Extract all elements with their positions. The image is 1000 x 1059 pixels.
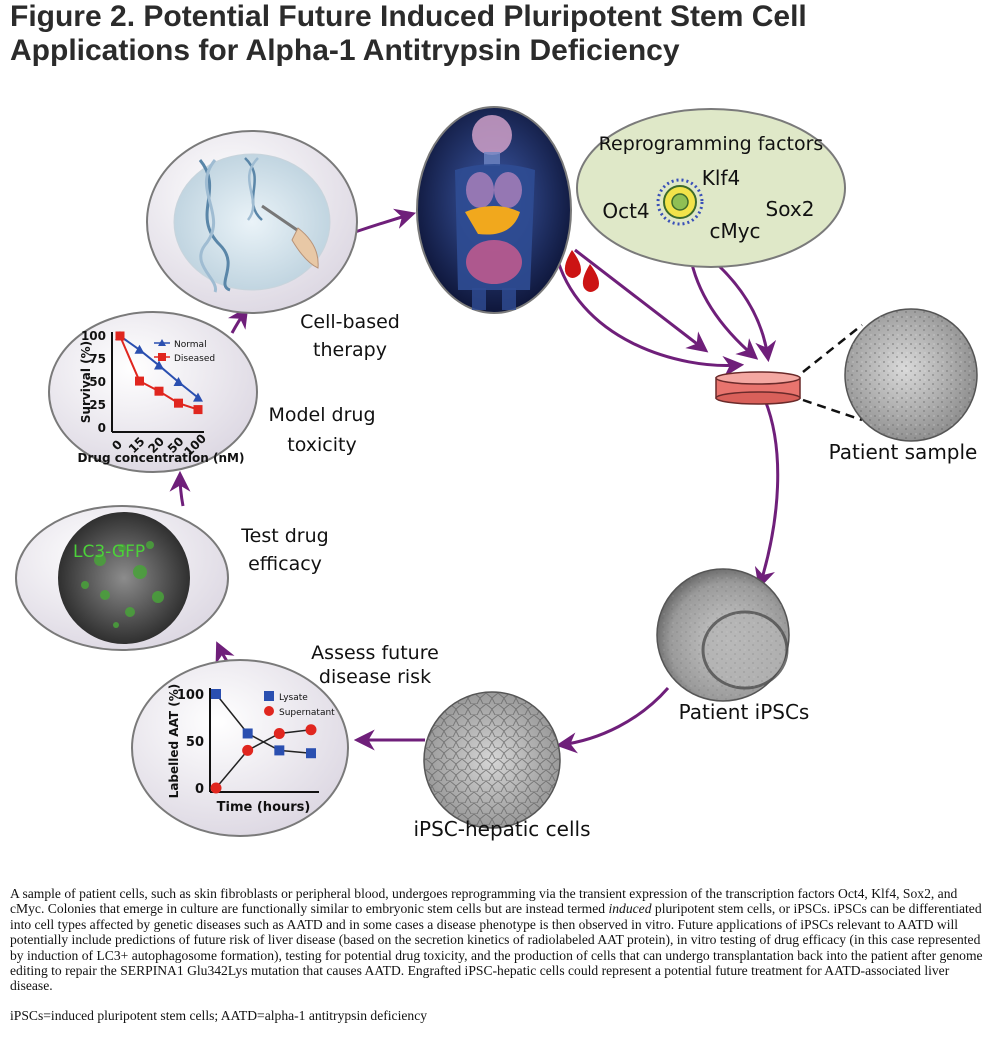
hand-icon <box>291 227 319 269</box>
survival-x-label: Drug concentration (nM) <box>78 451 245 465</box>
caption-text-em: induced <box>608 901 652 917</box>
assess-risk-bubble: 100 50 0 Labelled AAT (%) Time (hours) Lysate… <box>131 659 349 837</box>
legend-label: Diseased <box>174 354 215 364</box>
aat-y-label: Labelled AAT (%) <box>167 684 181 799</box>
label-model-drug-1: Model drug <box>268 404 375 426</box>
label-model-drug-2: toxicity <box>287 434 356 456</box>
reprogramming-heading: Reprogramming factors <box>599 133 824 155</box>
survival-y-tick: 25 <box>89 398 106 412</box>
workflow-diagram: Reprogramming factors Oct4 Klf4 Sox2 cMy… <box>15 106 978 841</box>
blood-drops-icon <box>564 250 599 292</box>
arrow-dish-to-ipscs <box>754 399 780 590</box>
intestine-icon <box>466 240 522 284</box>
figure-title: Figure 2. Potential Future Induced Pluri… <box>10 0 990 68</box>
aat-y-tick: 0 <box>195 782 204 797</box>
arrow-to-body <box>354 208 417 234</box>
survival-normal-point <box>134 344 145 354</box>
label-cell-therapy-1: Cell-based <box>300 311 400 333</box>
human-body-bubble <box>416 106 572 314</box>
aat-supernatant-point <box>305 724 317 736</box>
survival-diseased-point <box>193 405 203 415</box>
survival-y-label: Survival (%) <box>79 341 93 423</box>
label-patient-sample: Patient sample <box>829 440 978 464</box>
aat-x-label: Time (hours) <box>217 800 311 815</box>
figure-caption: A sample of patient cells, such as skin … <box>10 886 985 1023</box>
label-lc3-gfp: LC3-GFP <box>73 542 145 562</box>
culture-dish-icon <box>715 324 863 422</box>
legend-label: Lysate <box>279 693 308 703</box>
legend-lysate-marker <box>264 691 274 701</box>
aat-lysate-point <box>306 748 316 759</box>
factor-oct4: Oct4 <box>602 199 649 223</box>
title-line-1: Figure 2. Potential Future Induced Pluri… <box>10 0 807 33</box>
gfp-puncta <box>81 541 164 628</box>
aat-series-line <box>215 728 312 789</box>
label-assess-2: disease risk <box>319 666 431 688</box>
caption-text-b: pluripotent stem cells, or iPSCs. iPSCs … <box>10 901 983 994</box>
aat-lysate-point <box>274 745 285 756</box>
legend-label: Normal <box>174 340 207 350</box>
arrow-efficacy-to-toxicity <box>169 470 191 507</box>
label-test-drug-1: Test drug <box>240 525 328 547</box>
liver-icon <box>465 206 520 235</box>
legend-label: Supernatant <box>279 708 335 718</box>
aat-y-tick: 100 <box>177 688 204 703</box>
factor-sox2: Sox2 <box>766 197 815 221</box>
caption-footnote: iPSCs=induced pluripotent stem cells; AA… <box>10 1007 428 1023</box>
survival-y-tick: 50 <box>89 375 106 389</box>
survival-y-tick: 100 <box>81 329 106 343</box>
survival-diseased-point <box>135 376 144 386</box>
label-patient-ipscs: Patient iPSCs <box>679 700 810 724</box>
aat-lysate-point <box>211 689 221 699</box>
aat-supernatant-point <box>273 727 285 739</box>
patient-ipscs-micrograph <box>656 568 790 702</box>
aat-y-tick: 50 <box>186 735 204 750</box>
label-assess-1: Assess future <box>311 642 439 664</box>
label-test-drug-2: efficacy <box>248 553 322 575</box>
arrow-blood-to-dish <box>553 249 745 377</box>
survival-diseased-point <box>174 398 183 408</box>
survival-y-tick: 75 <box>89 352 106 366</box>
ipsc-hepatic-micrograph <box>423 691 561 829</box>
dna-editing-bubble <box>146 130 358 314</box>
aat-lysate-point <box>242 728 253 739</box>
tweezers-icon <box>261 204 301 234</box>
survival-diseased-point <box>154 386 164 396</box>
survival-normal-point <box>154 360 164 370</box>
legend-supernatant-marker <box>264 706 274 716</box>
survival-y-tick: 0 <box>98 421 106 435</box>
survival-diseased-point <box>115 331 125 341</box>
test-efficacy-bubble: LC3-GFP <box>15 505 229 651</box>
caption-paragraph: A sample of patient cells, such as skin … <box>10 886 985 994</box>
patient-sample-micrograph <box>844 308 978 442</box>
aat-supernatant-point <box>210 782 222 794</box>
survival-normal-point <box>193 392 203 402</box>
reprogramming-factors-bubble: Reprogramming factors Oct4 Klf4 Sox2 cMy… <box>576 108 846 268</box>
label-ipsc-hepatic: iPSC-hepatic cells <box>413 817 590 841</box>
caption-text-a: A sample of patient cells, such as skin … <box>10 886 958 917</box>
virus-icon <box>656 178 704 226</box>
aat-secretion-chart: 100 50 0 Labelled AAT (%) Time (hours) Lysate… <box>167 684 335 815</box>
label-cell-therapy-2: therapy <box>313 339 387 361</box>
arrow-body-to-dish <box>574 248 709 353</box>
title-line-2: Applications for Alpha-1 Antitrypsin Def… <box>10 34 680 67</box>
factor-klf4: Klf4 <box>702 166 740 190</box>
factor-cmyc: cMyc <box>709 219 760 243</box>
survival-normal-point <box>173 377 184 386</box>
aat-supernatant-point <box>242 744 254 756</box>
arrow-ipscs-to-hepatic <box>555 687 670 754</box>
dna-strand-icon <box>198 159 231 292</box>
brain-icon <box>472 115 512 155</box>
